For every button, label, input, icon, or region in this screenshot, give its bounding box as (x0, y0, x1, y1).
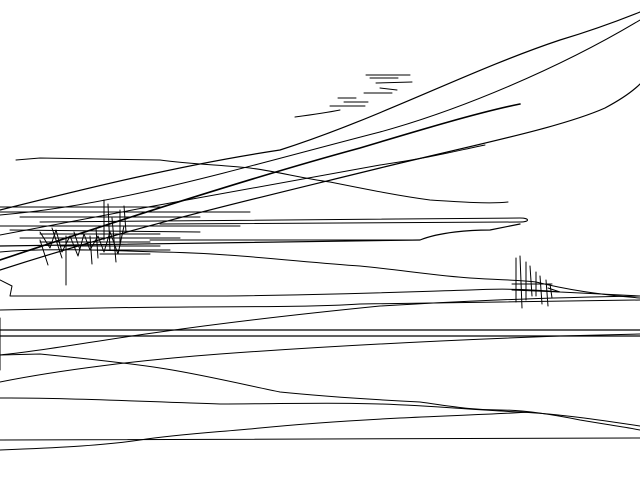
stroke-lower-4 (0, 397, 640, 427)
stroke-top-long-2 (0, 19, 640, 216)
stroke-middle-3 (0, 249, 640, 299)
scribble-zigzag (39, 225, 125, 257)
right-scribble (511, 255, 561, 309)
stroke-lower-5 (0, 411, 531, 451)
stroke-diagonal-1 (0, 103, 521, 261)
lower-strokes (0, 295, 640, 451)
stroke-lower-3 (0, 333, 640, 383)
stroke-upper-small-1 (363, 74, 413, 94)
stroke-top-long-1 (0, 11, 640, 211)
stroke-middle-4 (0, 279, 640, 297)
stroke-middle-1 (0, 223, 521, 247)
stroke-lower-6 (0, 437, 640, 441)
stroke-middle-5 (0, 299, 640, 311)
stroke-horizon-upper (15, 157, 509, 204)
stroke-upper-small-2 (294, 97, 369, 118)
stroke-lower-1 (0, 295, 640, 356)
stroke-lower-2 (0, 353, 640, 431)
middle-strokes (0, 223, 640, 311)
right-scribble-horizontal (511, 283, 561, 293)
stroke-mid-upper (0, 144, 486, 236)
